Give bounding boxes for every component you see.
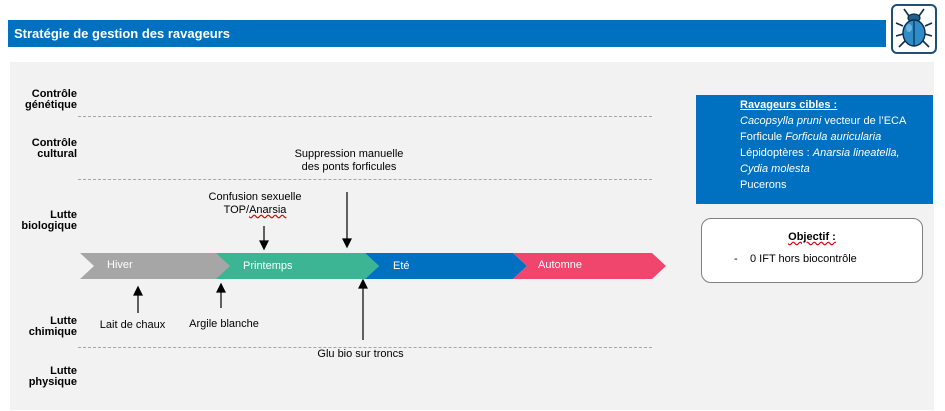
target-pests-box: Ravageurs cibles : Cacopsylla pruni vect…: [696, 95, 933, 204]
objective-title: Objectif :: [788, 231, 836, 243]
note-confusion-sexuelle: Confusion sexuelle TOP/Anarsia: [208, 191, 302, 216]
note-lait-de-chaux: Lait de chaux: [99, 319, 166, 331]
note-argile-blanche: Argile blanche: [189, 318, 259, 330]
page-title: Stratégie de gestion des ravageurs: [14, 26, 231, 41]
arrow-suppression: [342, 192, 352, 249]
objective-item: -0 IFT hors biocontrôle: [734, 253, 857, 265]
header-bar: Stratégie de gestion des ravageurs: [8, 20, 886, 47]
target-pest-line: Lépidoptères : Anarsia lineatella,: [740, 147, 900, 159]
arrow-argile: [216, 282, 226, 308]
beetle-icon: [895, 8, 933, 48]
season-label-printemps: Printemps: [243, 260, 293, 272]
season-arrow-automne: [513, 253, 666, 279]
note-glu-bio: Glu bio sur troncs: [317, 348, 404, 360]
season-label-automne: Automne: [538, 259, 583, 271]
arrow-confusion: [259, 226, 269, 251]
logo: [891, 4, 937, 54]
arrow-lait: [133, 285, 143, 313]
target-pest-line: Pucerons: [740, 179, 787, 191]
note-suppression-ponts: Suppression manuelle des ponts forficule…: [294, 148, 404, 173]
objective-box: Objectif : -0 IFT hors biocontrôle: [701, 218, 923, 283]
season-label-hiver: Hiver: [107, 259, 133, 271]
season-arrow-ete: [365, 253, 527, 279]
target-pest-line: Forficule Forficula auricularia: [740, 131, 882, 143]
season-arrow-printemps: [216, 253, 379, 279]
season-arrow-hiver: [80, 253, 232, 279]
separator-line: [78, 116, 652, 117]
season-label-ete: Eté: [393, 260, 410, 272]
arrow-glu: [358, 278, 368, 340]
separator-line: [78, 347, 652, 348]
separator-line: [78, 179, 652, 180]
target-pest-line: Cydia molesta: [740, 163, 810, 175]
target-pests-title: Ravageurs cibles :: [740, 99, 838, 111]
target-pest-line: Cacopsylla pruni vecteur de l’ECA: [740, 115, 907, 127]
